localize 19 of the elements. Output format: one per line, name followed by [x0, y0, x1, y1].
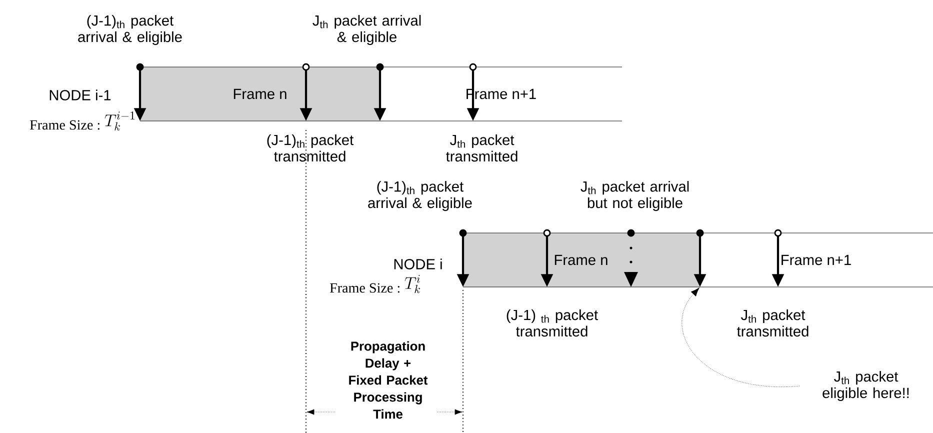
formula-label: $T_k^{i}$	[404, 274, 420, 294]
formula-label: $T_k^{i-1}$	[104, 112, 134, 130]
frame-box: Frame n+1	[700, 232, 933, 288]
frame-size-label: Frame Size :	[330, 283, 400, 293]
text-label: (J-1)$_{th}$ packet arrival & eligible	[368, 180, 472, 211]
leader-line	[682, 288, 800, 387]
text-label: J$_{th}$ packet arrival but not eligible	[580, 180, 689, 211]
text-label: J$_{th}$ packet arrival & eligible	[312, 14, 421, 46]
text-label: NODE i	[394, 258, 442, 270]
frame-size-label: Frame Size :	[30, 120, 100, 130]
text-label: NODE i-1	[50, 90, 111, 100]
text-label: (J-1)$_{th}$ packet transmitted	[267, 134, 354, 162]
text-label: (J-1) $_{th}$ packet transmitted	[506, 309, 598, 337]
delay-label: Propagation Delay + Fixed Packet Processing Time	[339, 340, 437, 420]
frame-box: Frame n	[462, 232, 700, 288]
frame-box: Frame n	[140, 66, 380, 122]
text-label: (J-1)$_{th}$ packet arrival & eligible	[78, 14, 182, 46]
text-label: J$_{th}$ packet transmitted	[737, 309, 808, 337]
note-text: J$_{th}$ packet eligible here!!	[822, 370, 909, 401]
